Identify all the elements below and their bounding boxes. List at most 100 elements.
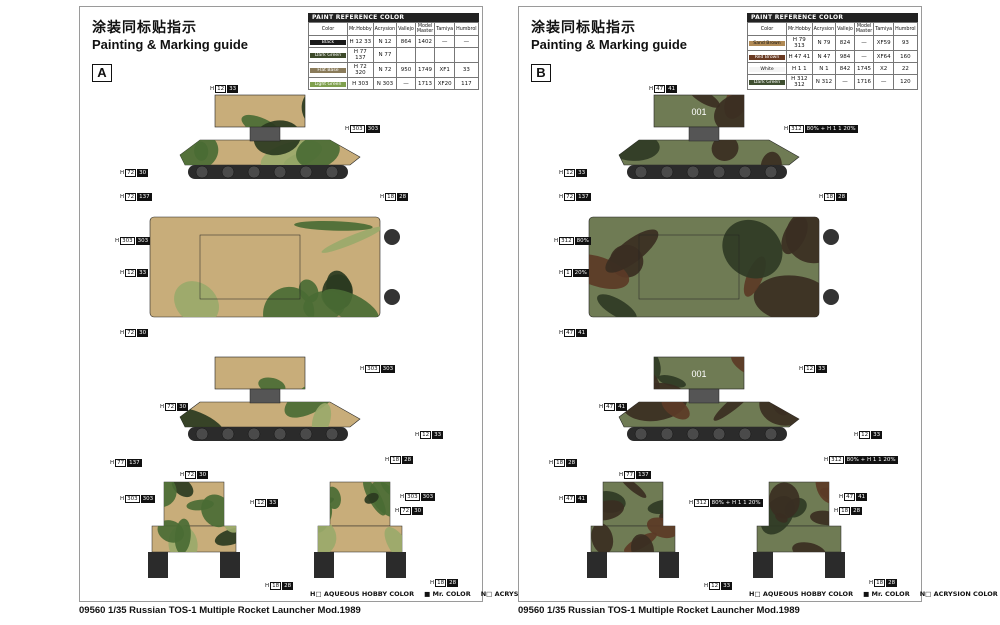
callout-code: 312	[829, 456, 844, 464]
callout-code: 72	[400, 507, 412, 515]
callout-code: 72	[125, 193, 137, 201]
painting-guide-page-a: 涂装同标贴指示 Painting & Marking guide A PAINT…	[79, 6, 559, 602]
launcher-mount	[688, 388, 720, 404]
camo-spot	[775, 513, 788, 523]
paint-code: N 1	[819, 65, 829, 72]
callout-number: 33	[267, 499, 279, 507]
acrysion-cell: N 12	[372, 35, 398, 48]
road-wheel	[325, 165, 339, 179]
callout-code: 303	[365, 365, 380, 373]
paint-code: 1716	[857, 79, 872, 85]
camo-spot	[605, 229, 659, 273]
vehicle-number: 001	[691, 369, 706, 379]
launcher-outline	[199, 234, 301, 300]
callout-code: 47	[844, 493, 856, 501]
camo-spot	[321, 226, 380, 253]
callout-number: 28	[566, 459, 578, 467]
callout-prefix: H	[345, 126, 350, 132]
callout-prefix: H	[120, 194, 125, 200]
callout-number: 28	[886, 579, 898, 587]
camo-spot	[591, 523, 614, 552]
paint-code: —	[861, 40, 867, 46]
track-sprocket	[823, 229, 839, 245]
callout-code: 47	[564, 495, 576, 503]
paint-code: 984	[839, 53, 851, 60]
callout-code: 12	[709, 582, 721, 590]
road-wheel	[273, 165, 287, 179]
track	[386, 552, 406, 578]
color-swatch: Light Green	[310, 81, 346, 87]
side-view: 001	[618, 94, 800, 179]
table-header: Tamiya	[873, 22, 895, 36]
paint-code: —	[441, 38, 448, 45]
humbrol-cell: 93	[893, 35, 918, 51]
front-view	[753, 481, 845, 578]
paint-code: N 47	[817, 53, 831, 60]
top-view	[588, 216, 839, 318]
color-swatch: Dark Green	[749, 80, 785, 85]
callout-code: 77	[624, 471, 636, 479]
callout-code: 18	[839, 507, 851, 515]
track	[314, 552, 334, 578]
callout-code: 12	[215, 85, 227, 93]
callout-prefix: H	[689, 500, 694, 506]
paint-code: N 79	[817, 40, 831, 46]
callout-code: 47	[604, 403, 616, 411]
painting-guide-page-b: 涂装同标贴指示 Painting & Marking guide B PAINT…	[518, 6, 998, 602]
road-wheel	[247, 427, 261, 441]
camo-spot	[322, 95, 340, 109]
callout-number: 28	[851, 507, 863, 515]
callout-number: 28	[402, 456, 414, 464]
camo-spot	[294, 220, 373, 231]
camo-group	[589, 217, 819, 317]
table-header: Humbrol	[893, 22, 918, 36]
callout-number: 41	[666, 85, 678, 93]
paint-code: N 77	[378, 52, 392, 58]
paint-code: 120	[900, 79, 911, 85]
callout-prefix: H	[120, 330, 125, 336]
table-header-row: Color Mr.Hobby Acrysion Vallejo Model Ma…	[747, 22, 918, 36]
callout-prefix: H	[559, 194, 564, 200]
callout-number: 137	[137, 193, 152, 201]
side-view: 001	[618, 356, 800, 441]
callout-number: 33	[576, 169, 588, 177]
paint-code: 160	[900, 53, 911, 60]
legend-item: H□ AQUEOUS HOBBY COLOR	[749, 590, 854, 598]
callout-prefix: H	[180, 472, 185, 478]
callout-code: 12	[420, 431, 432, 439]
model-master-cell: 1716	[853, 74, 875, 90]
track-sprocket	[384, 289, 400, 305]
table-header: Mr.Hobby	[786, 22, 813, 36]
model-master-cell: 1713	[414, 77, 436, 90]
callout-code: 77	[115, 459, 127, 467]
color-swatch-cell: Sand Brown	[747, 35, 787, 51]
callout-code: 47	[564, 329, 576, 337]
acrysion-cell: N 312	[811, 74, 837, 90]
callout-number: 30	[197, 471, 209, 479]
road-wheel	[764, 427, 778, 441]
paint-code: H 77 137	[353, 49, 367, 61]
callout-prefix: H	[160, 404, 165, 410]
paint-code: N 312	[815, 79, 833, 85]
paint-code: 950	[400, 67, 412, 73]
camo-spot	[768, 482, 800, 519]
track	[220, 552, 240, 578]
table-header: Model Master	[853, 22, 875, 36]
callout-prefix: H	[554, 238, 559, 244]
paint-code: H 72 320	[353, 64, 367, 76]
humbrol-cell: —	[454, 35, 479, 48]
acrysion-cell: N 79	[811, 35, 837, 51]
callout-prefix: H	[385, 457, 390, 463]
